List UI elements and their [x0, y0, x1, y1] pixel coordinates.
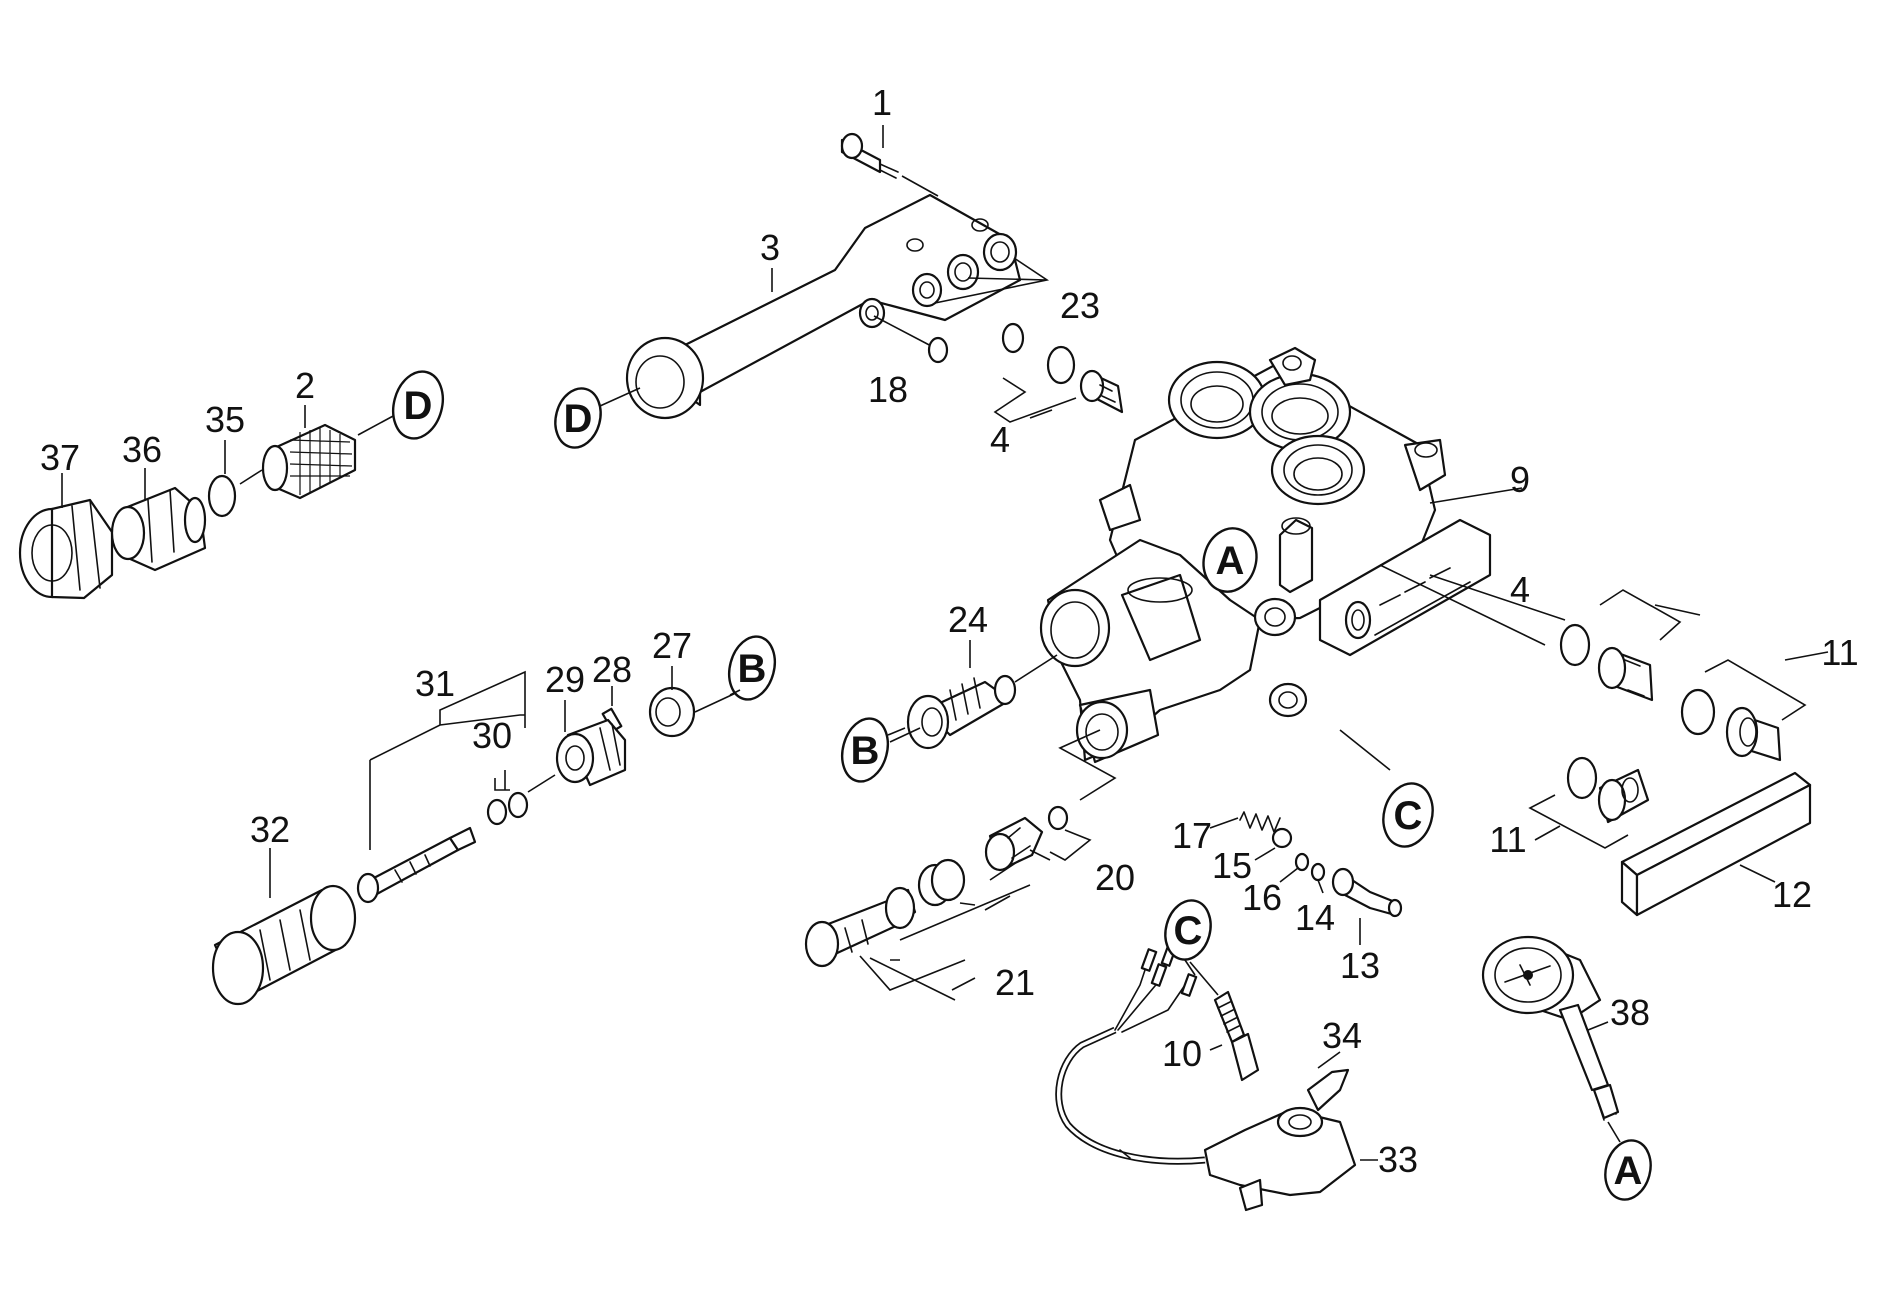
part-34-clip — [1306, 1068, 1350, 1112]
part-4-valve-top — [1079, 369, 1124, 414]
part-11-oring-right — [1680, 688, 1716, 736]
ref-d-right: D — [392, 370, 444, 440]
callout-24: 24 — [948, 599, 988, 640]
callout-35: 35 — [205, 399, 245, 440]
part-30-oring-b — [507, 791, 529, 819]
svg-text:B: B — [851, 729, 880, 773]
ref-d-left: D — [554, 387, 602, 449]
part-12-plate — [1620, 771, 1812, 917]
callout-37: 37 — [40, 437, 80, 478]
callout-36: 36 — [122, 429, 162, 470]
part-11-oring-lower — [1566, 756, 1598, 800]
callout-16: 16 — [1242, 877, 1282, 918]
part-18-oring — [927, 336, 949, 364]
part-11-plug-lower — [1597, 768, 1650, 824]
callout-18: 18 — [868, 369, 908, 410]
part-4-valve-right — [1597, 646, 1654, 702]
svg-text:D: D — [564, 397, 593, 441]
callout-23: 23 — [1060, 285, 1100, 326]
svg-text:C: C — [1394, 794, 1423, 838]
callout-21: 21 — [995, 962, 1035, 1003]
part-23-oring — [1001, 322, 1025, 354]
part-24-valve — [906, 674, 1017, 750]
part-1-bolt — [840, 132, 899, 179]
part-36-hose-nipple — [110, 486, 207, 572]
part-16-oring — [1294, 852, 1310, 872]
part-21-piston — [804, 886, 917, 968]
callout-11-lower: 11 — [1489, 819, 1526, 860]
callout-29: 29 — [545, 659, 585, 700]
part-32-knob — [211, 884, 357, 1006]
callout-10: 10 — [1162, 1033, 1202, 1074]
ref-c-right: C — [1382, 782, 1434, 848]
part-10-switch — [1213, 990, 1260, 1082]
part-20-valve — [984, 816, 1044, 872]
svg-text:D: D — [404, 384, 433, 428]
ref-a-top: A — [1202, 527, 1258, 593]
callout-4-top: 4 — [990, 419, 1010, 460]
part-27-ring — [648, 686, 696, 738]
part-37-nut — [18, 498, 114, 600]
callout-11-right: 11 — [1821, 632, 1858, 673]
ref-c-top: C — [1164, 899, 1212, 961]
part-4-oring-right — [1559, 623, 1591, 667]
part-2-filter — [261, 423, 357, 500]
callout-4-right: 4 — [1510, 569, 1530, 610]
ref-b-right: B — [727, 635, 777, 701]
part-3-manifold — [625, 193, 1022, 420]
callout-31: 31 — [415, 663, 455, 704]
callout-13: 13 — [1340, 945, 1380, 986]
ref-a-bottom: A — [1604, 1139, 1652, 1201]
part-11-plug-right — [1725, 706, 1782, 762]
callout-15: 15 — [1212, 845, 1252, 886]
callout-14: 14 — [1295, 897, 1335, 938]
callout-27: 27 — [652, 625, 692, 666]
part-30-oring-a — [486, 798, 508, 826]
part-15-ball — [1271, 827, 1293, 849]
part-29-seal-holder — [555, 718, 627, 787]
part-35-oring — [207, 474, 237, 518]
callout-17: 17 — [1172, 815, 1212, 856]
callout-20: 20 — [1095, 857, 1135, 898]
ref-b-left: B — [840, 717, 890, 783]
callout-9: 9 — [1510, 459, 1530, 500]
svg-text:B: B — [738, 647, 767, 691]
part-20-oring — [1047, 805, 1069, 831]
svg-text:A: A — [1216, 539, 1245, 583]
callout-2: 2 — [295, 365, 315, 406]
part-38-gauge — [1481, 935, 1620, 1121]
callout-12: 12 — [1772, 874, 1812, 915]
part-13-valve — [1331, 867, 1403, 918]
callout-1: 1 — [872, 82, 892, 123]
part-17-spring — [1239, 811, 1281, 833]
svg-text:A: A — [1614, 1149, 1643, 1193]
part-31-shaft — [356, 826, 477, 904]
part-9-housing-front — [1039, 538, 1308, 764]
callout-33: 33 — [1378, 1139, 1418, 1180]
callout-30: 30 — [472, 715, 512, 756]
part-33-sensor-housing — [1203, 1106, 1357, 1212]
callout-3: 3 — [760, 227, 780, 268]
part-21-oring-b — [930, 858, 966, 902]
svg-text:C: C — [1174, 909, 1203, 953]
callout-28: 28 — [592, 649, 632, 690]
part-14-oring — [1310, 862, 1326, 882]
callout-32: 32 — [250, 809, 290, 850]
callout-34: 34 — [1322, 1015, 1362, 1056]
part-4-oring-top — [1046, 345, 1076, 385]
callout-38: 38 — [1610, 992, 1650, 1033]
